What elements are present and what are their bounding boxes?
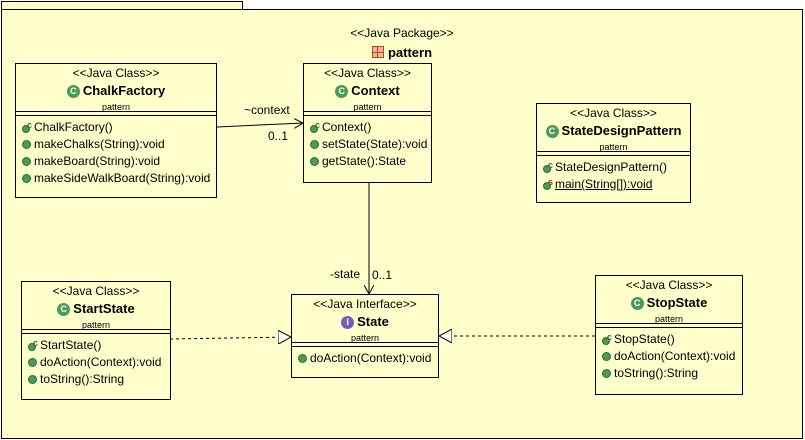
association-role-state: -state: [330, 267, 361, 281]
package-name: pattern: [387, 45, 433, 60]
public-method-icon: [310, 157, 319, 166]
class-stereotype: <<Java Class>>: [570, 106, 657, 120]
interface-icon: I: [341, 316, 355, 329]
operation: makeBoard(String):void: [16, 153, 216, 170]
constructor-icon: [543, 157, 553, 174]
public-method-icon: [310, 140, 319, 149]
class-stereotype: <<Java Class>>: [324, 66, 411, 80]
attributes-compartment: [16, 111, 216, 116]
operation: main(String[]):void: [537, 174, 690, 193]
attributes-compartment: [292, 342, 438, 347]
operations-compartment: Context() setState(State):void getState(…: [304, 116, 431, 170]
attributes-compartment: [596, 323, 742, 328]
constructor-icon: [310, 117, 320, 134]
operation: toString():String: [22, 371, 170, 388]
package-stereotype: <<Java Package>>: [350, 26, 454, 40]
operation: StopState(): [596, 329, 742, 348]
class-name: State: [357, 314, 389, 329]
class-stereotype: <<Java Class>>: [52, 284, 140, 298]
class-icon: C: [57, 303, 71, 316]
operation: doAction(Context):void: [22, 354, 170, 371]
operation: StateDesignPattern(): [537, 157, 690, 176]
operation: makeChalks(String):void: [16, 136, 216, 153]
public-method-icon: [602, 369, 611, 378]
class-name: ChalkFactory: [82, 83, 166, 98]
package-title: pattern: [2, 45, 802, 60]
package-tab: [1, 1, 243, 10]
public-method-icon: [22, 140, 31, 149]
package-icon: [371, 46, 384, 58]
operation: doAction(Context):void: [596, 348, 742, 365]
constructor-icon: [602, 329, 612, 346]
operations-compartment: StateDesignPattern() main(String[]):void: [537, 156, 690, 193]
public-method-icon: [28, 375, 37, 384]
class-stereotype: <<Java Interface>>: [313, 297, 417, 311]
public-method-icon: [22, 157, 31, 166]
class-stereotype: <<Java Class>>: [625, 278, 713, 292]
public-method-icon: [28, 358, 37, 367]
operation: StartState(): [22, 335, 170, 354]
association-multiplicity-context: 0..1: [268, 129, 289, 143]
operation: ChalkFactory(): [16, 117, 216, 136]
operations-compartment: StartState() doAction(Context):void toSt…: [22, 334, 170, 388]
class-package: pattern: [654, 314, 684, 324]
class-icon: C: [335, 85, 349, 98]
class-icon: C: [545, 125, 559, 138]
class-package: pattern: [81, 320, 111, 330]
class-package: pattern: [101, 102, 131, 112]
operation: setState(State):void: [304, 136, 431, 153]
operations-compartment: ChalkFactory() makeChalks(String):void m…: [16, 116, 216, 187]
association-multiplicity-state: 0..1: [372, 268, 393, 282]
class-name: StateDesignPattern: [561, 123, 682, 138]
class-package: pattern: [353, 102, 382, 112]
class-package: pattern: [599, 142, 628, 152]
operation: makeSideWalkBoard(String):void: [16, 170, 216, 187]
static-method-icon: [543, 174, 553, 191]
operation: getState():State: [304, 153, 431, 170]
operation: Context(): [304, 117, 431, 136]
attributes-compartment: [304, 111, 431, 116]
association-role-context: ~context: [244, 103, 290, 117]
constructor-icon: [28, 335, 38, 352]
operations-compartment: StopState() doAction(Context):void toStr…: [596, 328, 742, 382]
public-method-icon: [22, 174, 31, 183]
attributes-compartment: [537, 151, 690, 156]
association-factory-context: [216, 123, 303, 127]
public-method-icon: [298, 354, 307, 363]
operation: toString():String: [596, 365, 742, 382]
realization-start-state: [169, 337, 291, 339]
class-package: pattern: [350, 333, 380, 343]
operation: doAction(Context):void: [292, 350, 438, 367]
class-name: StartState: [73, 301, 135, 316]
class-icon: C: [630, 297, 644, 310]
public-method-icon: [602, 352, 611, 361]
operations-compartment: doAction(Context):void: [292, 347, 438, 367]
class-stereotype: <<Java Class>>: [72, 66, 160, 80]
class-icon: C: [66, 85, 80, 98]
class-name: Context: [351, 83, 400, 98]
class-name: StopState: [646, 295, 708, 310]
constructor-icon: [22, 117, 32, 134]
attributes-compartment: [22, 329, 170, 334]
